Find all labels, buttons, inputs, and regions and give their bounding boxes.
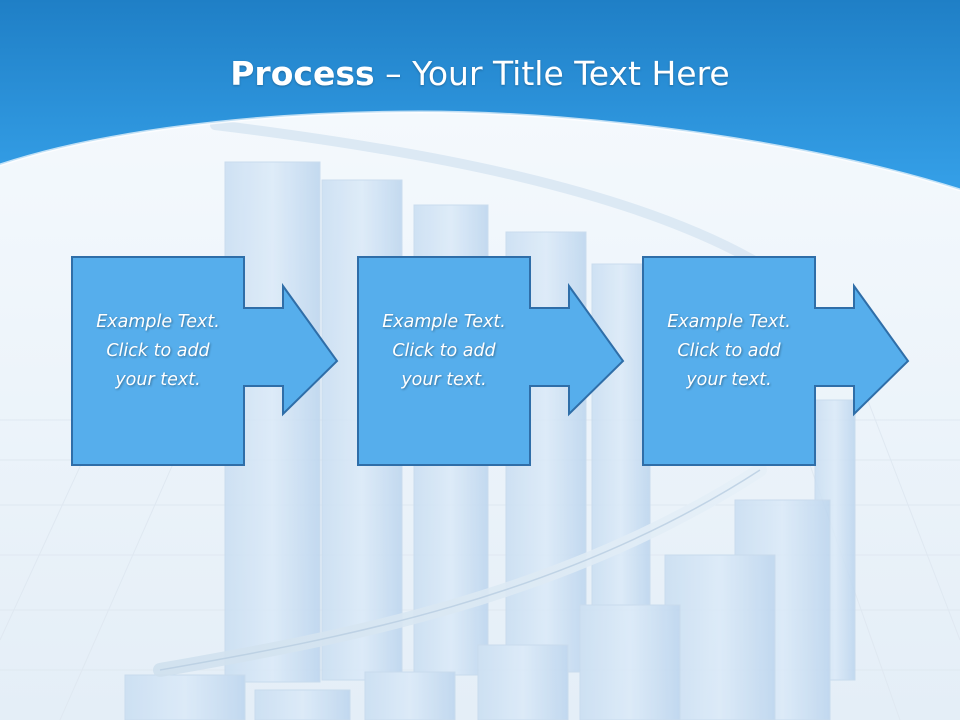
arrow-box-shape	[642, 256, 910, 466]
process-step-3[interactable]: Example Text. Click to add your text.	[642, 256, 910, 466]
process-step-1[interactable]: Example Text. Click to add your text.	[71, 256, 339, 466]
process-step-2[interactable]: Example Text. Click to add your text.	[357, 256, 625, 466]
slide-title[interactable]: Process – Your Title Text Here	[0, 52, 960, 96]
title-rest: – Your Title Text Here	[374, 54, 730, 93]
step-text: Example Text. Click to add your text.	[382, 312, 506, 390]
title-bold: Process	[230, 54, 375, 93]
step-text: Example Text. Click to add your text.	[667, 312, 791, 390]
arrow-box-shape	[71, 256, 339, 466]
arrow-box-shape	[357, 256, 625, 466]
step-text: Example Text. Click to add your text.	[96, 312, 220, 390]
